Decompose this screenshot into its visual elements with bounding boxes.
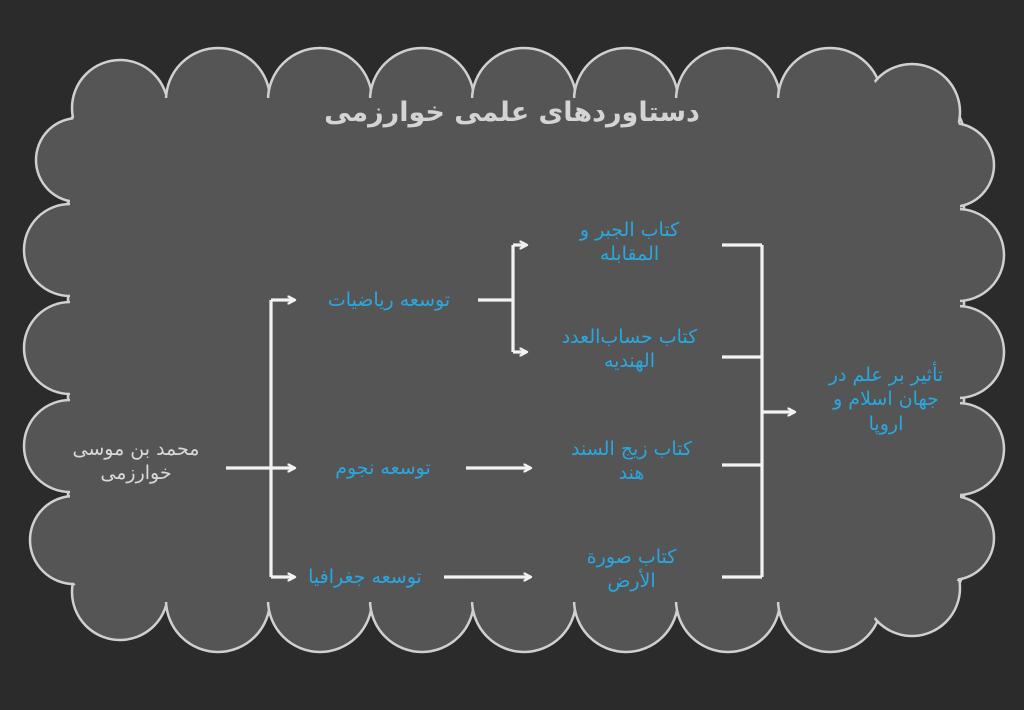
page-title: دستاوردهای علمی خوارزمی [324,97,700,128]
cloud-scallop-group [22,46,1006,654]
node-book-surat-al-ard[interactable]: کتاب صورة الأرض [586,546,677,593]
node-root[interactable]: محمد بن موسی خوارزمی [72,438,200,485]
node-branch-geography[interactable]: توسعه جغرافیا [308,566,422,588]
node-book-zij-al-sindhind[interactable]: کتاب زیج السند هند [571,438,692,485]
node-branch-mathematics[interactable]: توسعه ریاضیات [327,289,451,311]
node-branch-astronomy[interactable]: توسعه نجوم [335,457,431,479]
node-book-al-jabr[interactable]: کتاب الجبر و المقابله [579,219,680,266]
node-book-hisab-al-adad-al-hindi[interactable]: کتاب حساب‌العدد الهندیه [561,326,698,373]
node-outcome-influence[interactable]: تأثیر بر علم در جهان اسلام و اروپا [828,364,944,435]
